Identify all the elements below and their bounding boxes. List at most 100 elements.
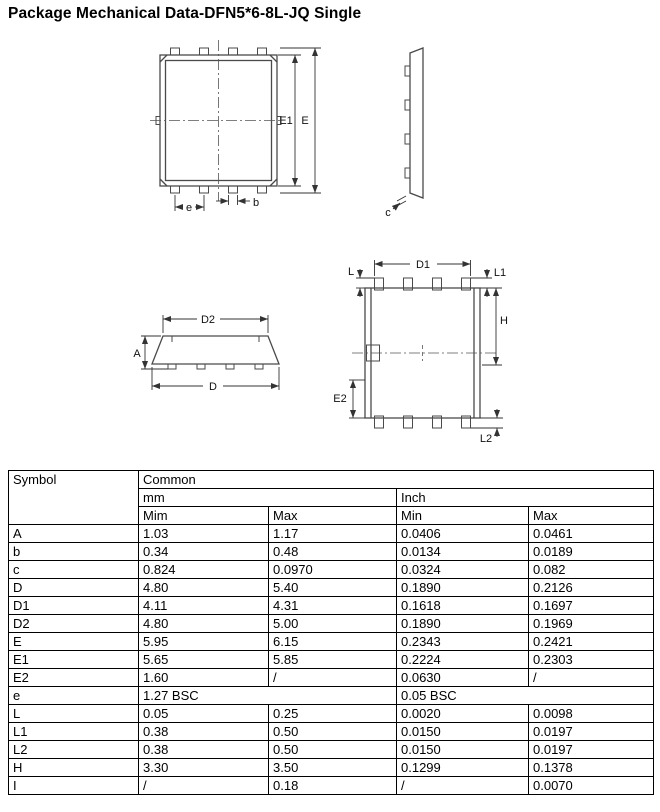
row-h: H 3.30 3.50 0.1299 0.1378 bbox=[8, 758, 654, 777]
dim-label-pitch: e bbox=[186, 202, 192, 214]
inch-max-cell: 0.1969 bbox=[528, 614, 654, 633]
inch-max-cell: 0.0098 bbox=[528, 704, 654, 723]
mm-min-cell: 0.38 bbox=[138, 740, 269, 759]
row-d1: D1 4.11 4.31 0.1618 0.1697 bbox=[8, 596, 654, 615]
mm-min-cell: 4.11 bbox=[138, 596, 269, 615]
mm-max-cell: 0.48 bbox=[268, 542, 397, 561]
inch-max-cell: 0.082 bbox=[528, 560, 654, 579]
mm-max-cell: 0.0970 bbox=[268, 560, 397, 579]
section-view-mold-marks bbox=[171, 336, 260, 342]
dim-label-c: c bbox=[385, 207, 391, 219]
header-mm-min: Mim bbox=[138, 506, 269, 525]
row-c: c 0.824 0.0970 0.0324 0.082 bbox=[8, 560, 654, 579]
mm-max-cell: 1.17 bbox=[268, 524, 397, 543]
symbol-cell: L2 bbox=[8, 740, 139, 759]
mm-max-cell: / bbox=[268, 668, 397, 687]
mm-min-cell: 5.65 bbox=[138, 650, 269, 669]
inch-max-cell: 0.0197 bbox=[528, 740, 654, 759]
row-l: L 0.05 0.25 0.0020 0.0098 bbox=[8, 704, 654, 723]
dim-label-h: H bbox=[500, 315, 508, 327]
inch-min-cell: 0.0406 bbox=[396, 524, 529, 543]
symbol-cell: D1 bbox=[8, 596, 139, 615]
side-view: c bbox=[385, 47, 424, 219]
header-row-1: Symbol Common bbox=[8, 470, 654, 525]
dim-label-l1: L1 bbox=[494, 267, 506, 279]
mm-max-cell: 0.25 bbox=[268, 704, 397, 723]
mm-max-cell: 5.00 bbox=[268, 614, 397, 633]
symbol-cell: b bbox=[8, 542, 139, 561]
row-l1: L1 0.38 0.50 0.0150 0.0197 bbox=[8, 722, 654, 741]
symbol-cell: D2 bbox=[8, 614, 139, 633]
mechanical-drawings: E1 E e b c bbox=[133, 40, 508, 445]
mm-max-cell: 0.50 bbox=[268, 740, 397, 759]
dim-label-b: b bbox=[253, 197, 259, 209]
mm-max-cell: 3.50 bbox=[268, 758, 397, 777]
inch-min-cell: 0.0150 bbox=[396, 722, 529, 741]
inch-bsc-cell: 0.05 BSC bbox=[396, 686, 654, 705]
header-inch-max: Max bbox=[528, 506, 654, 525]
symbol-cell: E bbox=[8, 632, 139, 651]
symbol-cell: I bbox=[8, 776, 139, 795]
dim-label-e2: E2 bbox=[333, 393, 346, 405]
side-view-package-body bbox=[409, 47, 424, 199]
section-view: D2 A D bbox=[133, 314, 280, 393]
inch-max-cell: 0.2126 bbox=[528, 578, 654, 597]
header-inch: Inch bbox=[396, 488, 654, 507]
symbol-cell: E2 bbox=[8, 668, 139, 687]
mm-max-cell: 6.15 bbox=[268, 632, 397, 651]
symbol-cell: e bbox=[8, 686, 139, 705]
mm-min-cell: 1.03 bbox=[138, 524, 269, 543]
inch-max-cell: 0.2421 bbox=[528, 632, 654, 651]
mm-min-cell: 1.60 bbox=[138, 668, 269, 687]
top-view: E1 E e b bbox=[150, 40, 321, 214]
section-view-package-body bbox=[151, 335, 280, 365]
row-i: I / 0.18 / 0.0070 bbox=[8, 776, 654, 795]
dim-label-d: D bbox=[209, 381, 217, 393]
inch-min-cell: 0.2343 bbox=[396, 632, 529, 651]
mm-max-cell: 4.31 bbox=[268, 596, 397, 615]
dim-label-d2: D2 bbox=[201, 314, 215, 326]
section-view-dimensions bbox=[141, 315, 280, 390]
inch-max-cell: 0.2303 bbox=[528, 650, 654, 669]
section-view-leads bbox=[167, 363, 264, 370]
side-view-leads bbox=[404, 65, 411, 179]
inch-min-cell: 0.1299 bbox=[396, 758, 529, 777]
row-e2: E2 1.60 / 0.0630 / bbox=[8, 668, 654, 687]
top-view-centerlines bbox=[150, 40, 281, 201]
mm-min-cell: 4.80 bbox=[138, 578, 269, 597]
mm-min-cell: 0.05 bbox=[138, 704, 269, 723]
page-title: Package Mechanical Data-DFN5*6-8L-JQ Sin… bbox=[8, 5, 362, 22]
mm-min-cell: 0.38 bbox=[138, 722, 269, 741]
inch-max-cell: 0.0197 bbox=[528, 722, 654, 741]
inch-min-cell: / bbox=[396, 776, 529, 795]
symbol-cell: D bbox=[8, 578, 139, 597]
dim-label-d1: D1 bbox=[416, 259, 430, 271]
side-view-dimensions bbox=[391, 195, 407, 211]
row-e1: E1 5.65 5.85 0.2224 0.2303 bbox=[8, 650, 654, 669]
inch-max-cell: 0.0189 bbox=[528, 542, 654, 561]
inch-min-cell: 0.0020 bbox=[396, 704, 529, 723]
symbol-cell: A bbox=[8, 524, 139, 543]
inch-min-cell: 0.1890 bbox=[396, 614, 529, 633]
mm-min-cell: 5.95 bbox=[138, 632, 269, 651]
inch-min-cell: 0.1890 bbox=[396, 578, 529, 597]
dim-label-a: A bbox=[133, 348, 141, 360]
inch-min-cell: 0.2224 bbox=[396, 650, 529, 669]
inch-max-cell: 0.0070 bbox=[528, 776, 654, 795]
inch-min-cell: 0.0630 bbox=[396, 668, 529, 687]
dimensions-table: Symbol Common mm Inch Mim Max Min Max A … bbox=[8, 470, 654, 795]
header-mm: mm bbox=[138, 488, 397, 507]
row-e-pitch: e 1.27 BSC 0.05 BSC bbox=[8, 686, 654, 705]
symbol-cell: E1 bbox=[8, 650, 139, 669]
inch-max-cell: 0.1697 bbox=[528, 596, 654, 615]
bottom-view-dimensions bbox=[349, 260, 503, 437]
header-symbol: Symbol bbox=[8, 470, 139, 525]
inch-max-cell: 0.0461 bbox=[528, 524, 654, 543]
bottom-view-pins bbox=[374, 277, 471, 429]
mm-min-cell: / bbox=[138, 776, 269, 795]
dim-label-l: L bbox=[348, 266, 354, 278]
header-row-2: mm Inch bbox=[9, 488, 654, 507]
dim-label-e1: E1 bbox=[279, 115, 292, 127]
symbol-cell: c bbox=[8, 560, 139, 579]
header-inch-min: Min bbox=[396, 506, 529, 525]
